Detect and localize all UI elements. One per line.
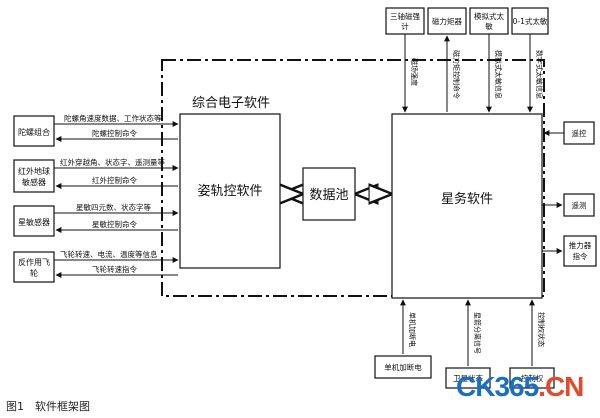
watermark-part2: .CN — [538, 371, 584, 402]
control-signal-label: 控制权状态 — [537, 312, 546, 347]
star-service-box — [391, 113, 543, 299]
wheel-cmd-label: 飞轮转速指令 — [92, 264, 137, 274]
satellite-state-label: 卫星状态 — [453, 373, 483, 383]
attitude-control-box — [179, 113, 281, 269]
mag-signal-label: 磁场强度 — [410, 58, 419, 86]
thruster-label-2: 指令 — [573, 251, 588, 261]
magnetic-torquer-box — [427, 7, 467, 35]
infrared-label-2: 敏感器 — [22, 177, 46, 187]
control-right-label: 控制权 — [521, 373, 544, 383]
star-data-label: 星敏四元数、状态字等 — [76, 202, 151, 212]
gyro-label: 陀螺组合 — [18, 127, 50, 137]
torquer-signal-label: 磁力矩控制命令 — [452, 50, 461, 99]
analog-sun-sensor-box — [469, 7, 509, 35]
thruster-box — [563, 235, 597, 267]
watermark-part1: CK365 — [456, 371, 539, 402]
telemetry-box — [563, 193, 595, 217]
ir-cmd-label: 红外控制命令 — [92, 175, 137, 185]
telecommand-label: 遥控 — [572, 128, 587, 138]
star-sensor-box — [13, 205, 55, 237]
power-signal-label: 单机加断电 — [408, 312, 417, 347]
satellite-state-box — [445, 367, 491, 389]
integrated-title: 综合电子软件 — [192, 96, 270, 111]
integrated-software-boundary — [161, 59, 545, 297]
watermark-logo: CK365.CN — [456, 371, 584, 403]
telemetry-label: 遥测 — [572, 200, 587, 210]
digital-sun-sensor-box — [511, 7, 549, 35]
digital-sun-label: 0-1式太敏 — [513, 16, 548, 26]
gyro-cmd-label: 陀螺控制命令 — [92, 128, 137, 138]
reaction-wheel-box — [13, 251, 55, 283]
infrared-label-1: 红外地球 — [18, 166, 50, 176]
wheel-label-2: 轮 — [30, 268, 38, 278]
attitude-control-label: 姿轨控软件 — [197, 183, 262, 199]
star-service-label: 星务软件 — [441, 191, 493, 207]
analog-sun-label-1: 模拟式太 — [474, 11, 504, 21]
analog-sun-label-2: 敏 — [485, 21, 493, 31]
star-sensor-label: 星敏感器 — [18, 217, 50, 227]
magnetometer-label-2: 计 — [401, 21, 409, 31]
data-pool-box — [302, 167, 356, 221]
power-box — [374, 355, 432, 379]
wheel-label-1: 反作用飞 — [18, 257, 50, 267]
wheel-data-label: 飞轮转速、电流、温度等信息 — [60, 249, 158, 259]
analog-signal-label: 模拟式太敏信息 — [494, 50, 503, 99]
gyro-data-label: 陀螺角速度数据、工作状态等 — [64, 113, 162, 123]
control-right-box — [509, 367, 555, 389]
digital-signal-label: 数字式太敏信息 — [535, 50, 544, 99]
infrared-sensor-box — [13, 159, 55, 193]
ir-data-label: 红外穿越角、状态字、遥测量等 — [60, 157, 165, 167]
figure-caption: 图1 软件框架图 — [6, 400, 90, 413]
gyro-box — [13, 115, 55, 147]
magnetometer-box — [385, 7, 425, 35]
thruster-label-1: 推力器 — [569, 240, 592, 250]
star-cmd-label: 星敏控制命令 — [92, 219, 137, 229]
torquer-label: 磁力矩器 — [432, 16, 462, 26]
magnetometer-label-1: 三轴磁强 — [390, 11, 420, 21]
power-label: 单机加断电 — [384, 362, 422, 372]
data-pool-label: 数据池 — [309, 188, 348, 203]
satellite-signal-label: 星箭分离信号 — [473, 312, 482, 354]
